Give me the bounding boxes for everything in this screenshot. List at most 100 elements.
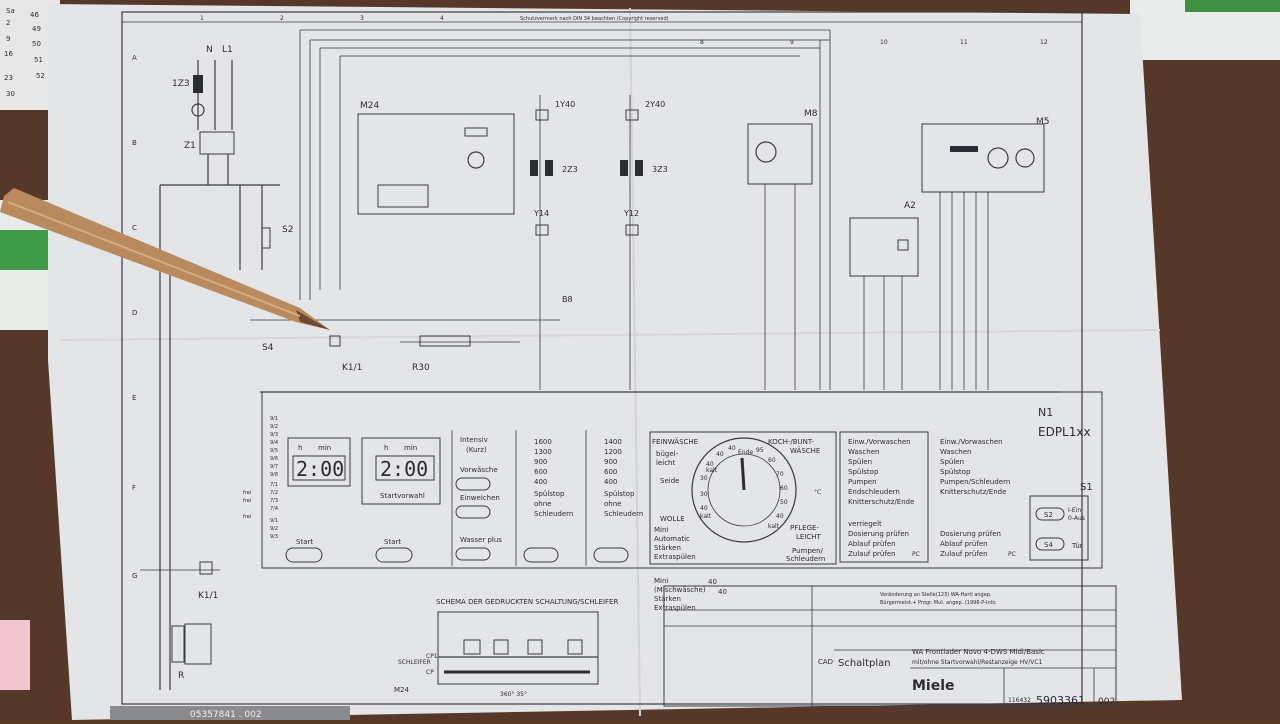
label-m8: M8 bbox=[804, 109, 818, 119]
speed-item: Schleudern bbox=[604, 510, 643, 518]
pc-badge: PC bbox=[1008, 551, 1016, 558]
label-s1: S1 bbox=[1080, 482, 1093, 493]
terminal-label: 7/1 bbox=[270, 482, 278, 488]
dial-label: LEICHT bbox=[796, 533, 822, 541]
dial-label: Schleudern bbox=[786, 555, 825, 563]
speed-item: 400 bbox=[534, 478, 547, 486]
spin-speeds-1: 1600 1300 900 600 400 Spülstop ohne Schl… bbox=[515, 430, 573, 566]
grid-row: E bbox=[132, 394, 136, 402]
cal-cell: Sa bbox=[6, 7, 15, 15]
motor-m24-block: M24 bbox=[299, 29, 831, 390]
einweichen-button[interactable] bbox=[455, 505, 491, 519]
dial-label: WÄSCHE bbox=[790, 446, 820, 455]
status-item: Ablauf prüfen bbox=[940, 540, 988, 548]
terminal-label: 9/2 bbox=[270, 424, 278, 430]
label-k11b: K1/1 bbox=[198, 591, 218, 601]
terminal-label: 9/5 bbox=[270, 448, 278, 454]
speed-item: 1300 bbox=[534, 448, 552, 456]
terminal-label: 9/1 bbox=[270, 518, 278, 524]
dial-label: Automatic bbox=[654, 535, 690, 543]
footer-number: 05357841 . 002 bbox=[190, 710, 262, 720]
dial-number: 40 bbox=[776, 513, 784, 520]
start-button-1[interactable] bbox=[285, 547, 323, 563]
label-3z3: 3Z3 bbox=[652, 165, 668, 174]
valves: 1Y40 2Y40 2Z3 3Z3 Y14 Y12 B8 bbox=[530, 95, 668, 390]
dial-number: kalt bbox=[768, 523, 780, 530]
option-label: Intensiv bbox=[460, 436, 488, 444]
extra-num: 40 bbox=[718, 588, 727, 596]
s4-label: S4 bbox=[1044, 541, 1053, 549]
doc-description2: mit/ohne Startvorwahl/Restanzeige HV/VC1 bbox=[912, 659, 1043, 666]
speed-item: 1600 bbox=[534, 438, 552, 446]
s4-button[interactable] bbox=[1035, 537, 1065, 551]
status-item: Spülen bbox=[940, 458, 964, 466]
grid-col: 12 bbox=[1040, 39, 1048, 46]
s1-state-label: I-Ein bbox=[1068, 507, 1081, 514]
label-m5: M5 bbox=[1036, 117, 1050, 127]
status-item: Endschleudern bbox=[848, 488, 900, 496]
switch-s1: S1 S2 I-Ein 0-Aus S4 Tür bbox=[1029, 482, 1093, 561]
label-y14: Y14 bbox=[533, 209, 549, 218]
speed-item: 1200 bbox=[604, 448, 622, 456]
calendar-numbers: Sa 46 2 49 9 50 16 51 23 52 30 bbox=[4, 7, 45, 98]
grid-row: A bbox=[132, 54, 137, 62]
label-n: N bbox=[206, 45, 213, 55]
panel-title: N1 bbox=[1038, 406, 1053, 419]
dial-number: 70 bbox=[776, 471, 784, 478]
timer-value: 2:00 bbox=[296, 457, 344, 481]
spin-button-2[interactable] bbox=[593, 547, 629, 563]
speed-item: 900 bbox=[604, 458, 617, 466]
startvorwahl-label: Startvorwahl bbox=[380, 492, 425, 500]
terminal-word: frei bbox=[243, 490, 251, 496]
timer-min-label: min bbox=[404, 444, 417, 452]
cal-cell: 50 bbox=[32, 40, 41, 48]
drawing-frame bbox=[121, 11, 1083, 705]
dial-number: Ende bbox=[738, 449, 753, 456]
cad-label: CAD bbox=[818, 658, 833, 666]
cp-label: CP bbox=[426, 669, 434, 676]
brand-logo: Miele bbox=[912, 678, 955, 694]
extra-item: Mini bbox=[654, 577, 668, 585]
ref-number: 116432 bbox=[1008, 697, 1031, 704]
option-label: (Kurz) bbox=[466, 446, 487, 454]
grid-row: B bbox=[132, 139, 137, 147]
extra-program-list: Mini (Mischwäsche) Stärken Extraspülen 4… bbox=[654, 577, 727, 612]
motor-m8: M8 bbox=[747, 109, 818, 390]
option-column-1: Intensiv (Kurz) Vorwäsche Einweichen Was… bbox=[451, 430, 502, 566]
terminal-label: 9/7 bbox=[270, 464, 278, 470]
option-label: Einweichen bbox=[460, 494, 500, 502]
program-dial: FEINWÄSCHE bügel- leicht Seide WOLLE KOC… bbox=[649, 431, 837, 565]
status-item: Ablauf prüfen bbox=[848, 540, 896, 548]
status-item: Pumpen/Schleudern bbox=[940, 478, 1010, 486]
s1-state-label: 0-Aus bbox=[1068, 515, 1085, 522]
pencil bbox=[0, 188, 330, 330]
status-item: verriegelt bbox=[848, 520, 882, 528]
terminal-label: 7/4 bbox=[270, 506, 278, 512]
terminal-label: 9/3 bbox=[270, 432, 278, 438]
dial-label: Extraspülen bbox=[654, 553, 696, 561]
speed-item: 400 bbox=[604, 478, 617, 486]
speed-item: Spülstop bbox=[534, 490, 565, 498]
filter-z1 bbox=[199, 131, 235, 155]
label-s2: S2 bbox=[282, 225, 293, 235]
wasser-plus-button[interactable] bbox=[455, 547, 491, 561]
vorwaesche-button[interactable] bbox=[455, 477, 491, 491]
s2-button[interactable] bbox=[1035, 507, 1065, 521]
label-s4: S4 bbox=[262, 343, 274, 353]
grid-col: 1 bbox=[200, 15, 204, 22]
grid-row: D bbox=[132, 309, 137, 317]
terminal-word: frei bbox=[243, 498, 251, 504]
speed-item: 600 bbox=[534, 468, 547, 476]
label-m24: M24 bbox=[360, 101, 379, 111]
status-item: Dosierung prüfen bbox=[940, 530, 1001, 538]
spin-button-1[interactable] bbox=[523, 547, 559, 563]
dial-number: 95 bbox=[756, 447, 764, 454]
grid-row: C bbox=[132, 224, 137, 232]
title-block: Veränderung an Stelle(123) WA-Hartl ange… bbox=[663, 585, 1117, 707]
start-button-2[interactable] bbox=[375, 547, 413, 563]
motor-m5: M5 bbox=[921, 117, 1050, 390]
speed-item: 900 bbox=[534, 458, 547, 466]
timer-value: 2:00 bbox=[380, 457, 428, 481]
dial-label: leicht bbox=[656, 459, 675, 467]
